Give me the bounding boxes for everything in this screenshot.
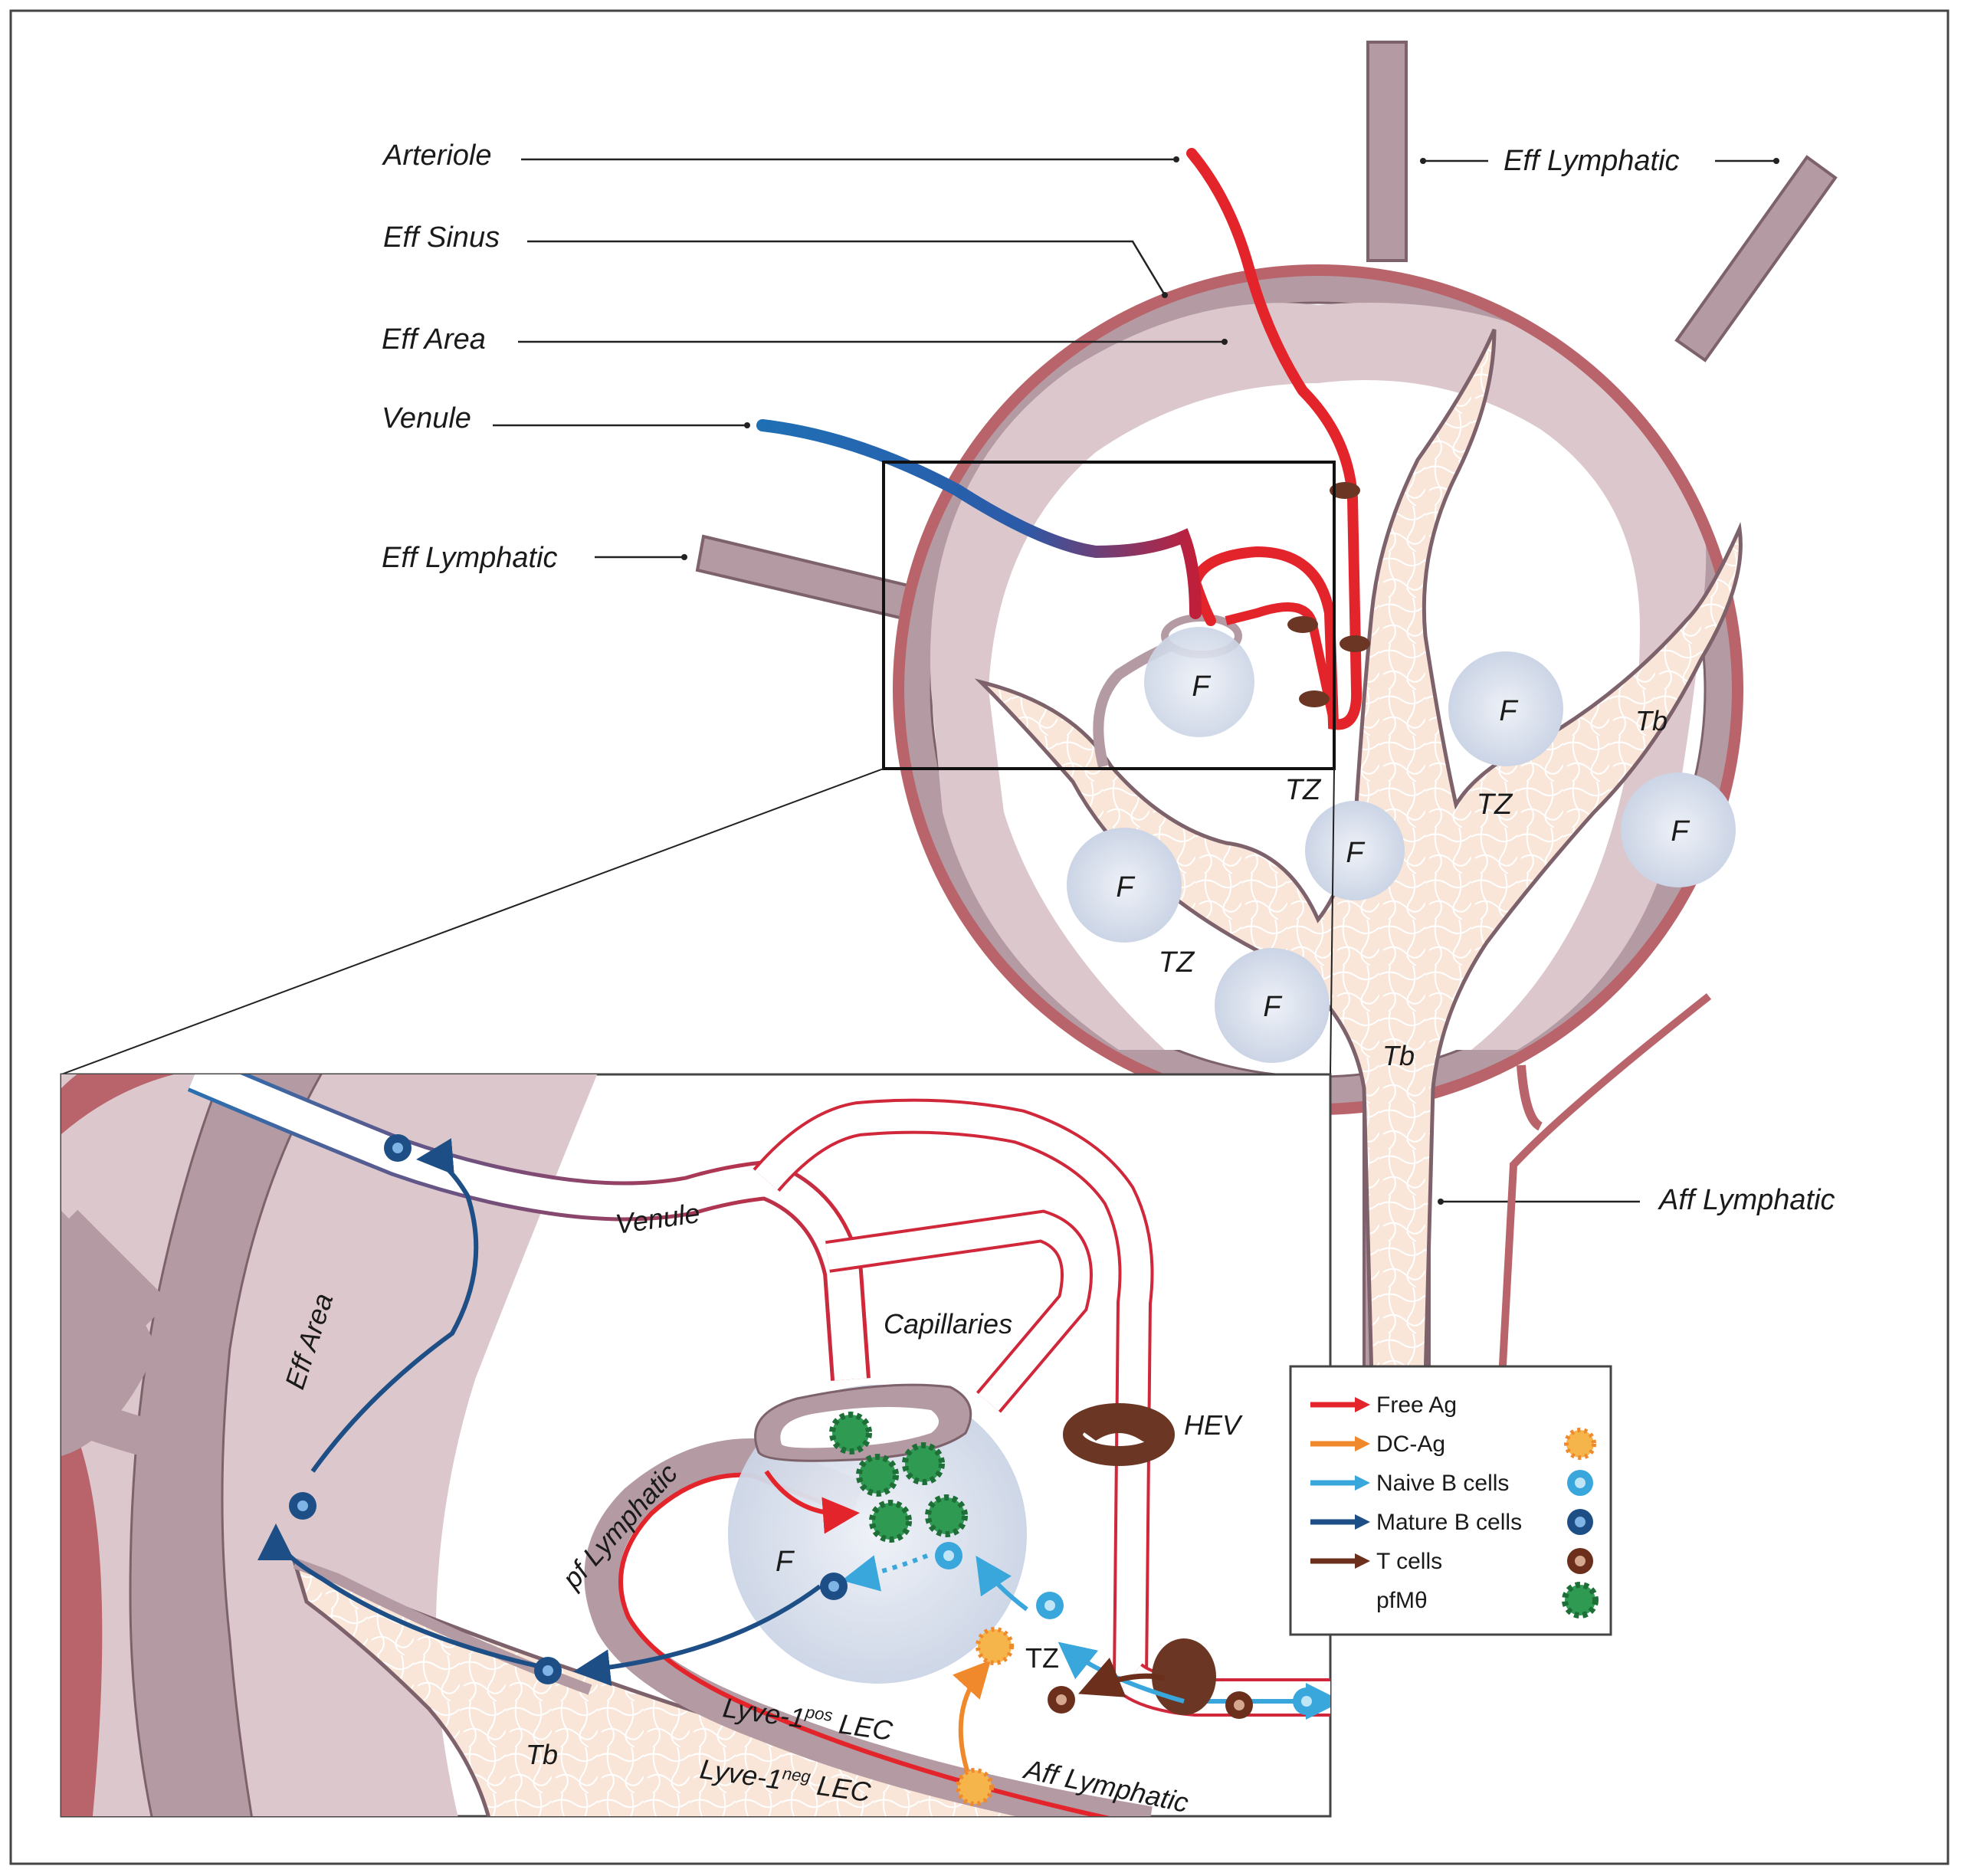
legend-item: Naive B cells (1310, 1470, 1593, 1496)
eff-lymphatic-left-label: Eff Lymphatic (382, 542, 558, 574)
hev-marker-2 (1287, 616, 1318, 633)
legend-arrowhead (1355, 1475, 1370, 1491)
follicle-label: F (1499, 695, 1518, 727)
legend-item: T cells (1310, 1548, 1593, 1574)
tb-label: Tb (1635, 705, 1668, 736)
legend-item: Free Ag (1310, 1392, 1457, 1418)
legend-arrowhead (1355, 1553, 1370, 1569)
tz-label: TZ (1477, 789, 1513, 821)
macrophage (829, 1412, 872, 1455)
eff-lymphatic-top-label: Eff Lymphatic (1504, 145, 1680, 177)
arteriole-label: Arteriole (382, 139, 492, 172)
legend-arrowhead (1355, 1514, 1370, 1530)
lymph-node: F F F F F F TZ TZ TZ Tb Tb (695, 41, 1838, 1382)
venule (756, 419, 1202, 619)
follicle-label: F (1671, 815, 1690, 848)
legend-label: T cells (1376, 1549, 1442, 1574)
follicle-5 (1067, 828, 1182, 943)
dendritic-cell (956, 1768, 994, 1806)
follicle-6 (1215, 948, 1330, 1063)
hev-marker-3 (1340, 635, 1370, 652)
legend-label: Free Ag (1376, 1392, 1457, 1418)
dendritic-cell (976, 1627, 1014, 1665)
macrophage (902, 1442, 945, 1485)
naive-b-cell (1293, 1687, 1320, 1715)
macrophage (925, 1494, 968, 1537)
venule-label: Venule (382, 402, 471, 435)
inset-hev-label: HEV (1184, 1409, 1243, 1441)
mature-b-cell-icon (1567, 1509, 1593, 1535)
hev-marker-1 (1330, 482, 1360, 499)
t-cell (1225, 1691, 1253, 1719)
legend-label: pfMθ (1376, 1588, 1428, 1613)
inset-follicle-label: F (776, 1546, 795, 1578)
dendritic-cell-icon (1564, 1428, 1596, 1460)
macrophage-icon (1562, 1582, 1599, 1619)
inset-tb-label: Tb (526, 1739, 558, 1770)
naive-b-cell-icon (1567, 1470, 1593, 1496)
tz-label: TZ (1285, 774, 1322, 806)
follicle-label: F (1192, 671, 1211, 703)
follicle-3 (1621, 772, 1736, 887)
follicle-4 (1305, 801, 1405, 900)
legend-label: Mature B cells (1376, 1510, 1522, 1535)
eff-area-label: Eff Area (382, 323, 486, 356)
follicle-label: F (1346, 837, 1365, 869)
inset-eff-sinus (129, 1074, 323, 1816)
mature-b-cell (289, 1492, 316, 1520)
macrophage (856, 1454, 899, 1497)
follicle-label: F (1116, 871, 1135, 904)
legend-label: DC-Ag (1376, 1432, 1445, 1457)
eff-sinus-label: Eff Sinus (383, 221, 500, 254)
t-cell (1048, 1686, 1075, 1714)
arteriole (1186, 148, 1363, 730)
aff-lymphatic-label: Aff Lymphatic (1658, 1184, 1835, 1216)
t-cell-icon (1567, 1548, 1593, 1574)
inset-capillaries-label: Capillaries (884, 1308, 1012, 1340)
inset-panel: Venule Eff Area Capillaries HEV pf Lymph… (60, 1073, 1332, 1819)
mature-b-cell (534, 1657, 562, 1684)
follicle-1 (1144, 627, 1254, 737)
inset-tz-label: TZ (1025, 1642, 1059, 1674)
inset-pf-lymphatic (584, 1438, 1153, 1816)
legend-item: DC-Ag (1310, 1428, 1596, 1460)
legend-arrowhead (1355, 1397, 1370, 1412)
callout-labels: Arteriole Eff Sinus Eff Area Venule Eff … (382, 139, 1835, 1380)
legend-arrowhead (1355, 1436, 1370, 1451)
follicle-label: F (1263, 991, 1282, 1023)
legend-label: Naive B cells (1376, 1471, 1509, 1496)
mature-b-cell (820, 1573, 848, 1600)
naive-b-cell (935, 1542, 962, 1569)
mature-b-cell (384, 1134, 412, 1162)
naive-b-cell (1036, 1592, 1064, 1619)
eff-lymphatic-right-vessel (1674, 155, 1838, 362)
eff-lymphatic-top-vessel (1366, 41, 1408, 262)
tb-label: Tb (1382, 1040, 1415, 1071)
legend-item: Mature B cells (1310, 1509, 1593, 1535)
legend-item: pfMθ (1376, 1582, 1599, 1619)
macrophage (869, 1500, 912, 1543)
tz-label: TZ (1159, 946, 1195, 979)
follicle-2 (1448, 651, 1563, 766)
zoom-region-box (882, 461, 1336, 770)
hev-marker-4 (1299, 690, 1330, 707)
